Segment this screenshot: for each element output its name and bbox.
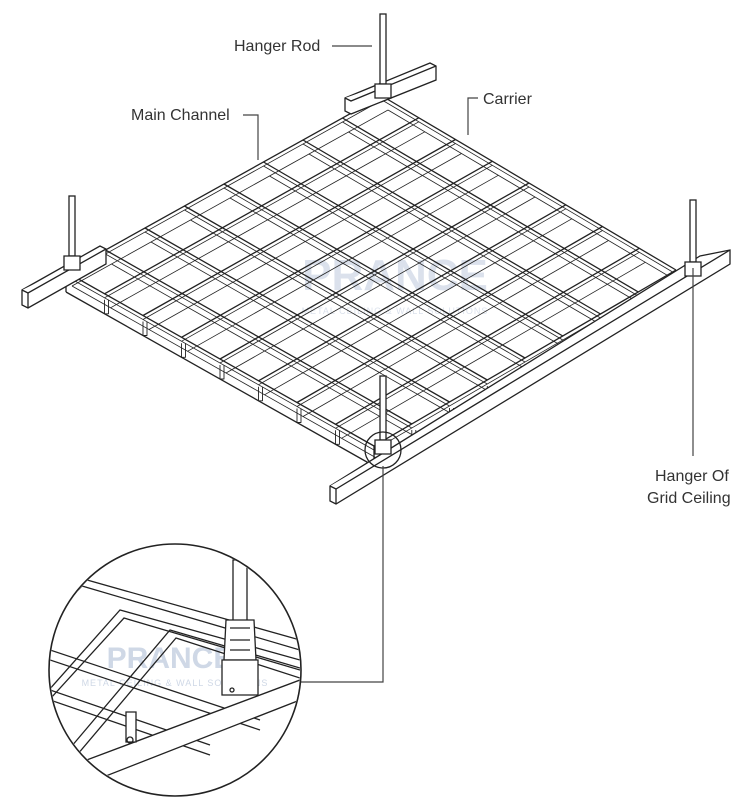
hanger-clip [63, 255, 81, 271]
label-hanger-rod: Hanger Rod [234, 38, 320, 55]
leader-main-channel [243, 114, 259, 160]
label-main-channel: Main Channel [131, 107, 230, 124]
edge-clip [258, 386, 263, 402]
grid-cross-line-inner [105, 253, 412, 429]
label-hanger-of-grid-ceiling-line2: Grid Ceiling [647, 490, 731, 507]
hanger-rod [379, 13, 387, 85]
grid-cross-line-bottom [71, 285, 381, 461]
grid-carrier-line-bottom [302, 240, 609, 417]
grid-cross-line-bottom [111, 263, 418, 439]
detail-watermark-brand: PRANCE [107, 642, 234, 675]
hanger-clip [374, 83, 392, 99]
label-hanger-of-grid-ceiling-line1: Hanger Of [655, 468, 729, 485]
leader-lines [243, 45, 694, 683]
hanger-rod [379, 375, 387, 441]
watermark-brand: PRANCE [302, 251, 488, 300]
main-channel-left [21, 245, 107, 309]
leader-carrier [467, 97, 478, 135]
grid-cross-line [144, 227, 450, 403]
detail-view: PRANCE METAL CEILING & WALL SOLUTIONS [48, 543, 302, 797]
edge-clip [219, 365, 225, 380]
hanger-rod [68, 195, 76, 257]
grid-cross-line-inner [223, 187, 526, 363]
main-channel-front [329, 249, 731, 505]
detail-watermark-tagline: METAL CEILING & WALL SOLUTIONS [82, 678, 269, 688]
grid-carrier-line [373, 269, 677, 447]
grid-carrier-line-bottom [341, 261, 646, 439]
grid-carrier-line-bottom [264, 218, 572, 396]
watermark-tagline: METAL CEILING & WALL SOLUTIONS [302, 306, 489, 316]
grid-cross-line-inner [144, 231, 450, 407]
grid-cross-line-inner [65, 275, 375, 451]
leader-detail [296, 466, 384, 683]
grid-carrier-line-inner [258, 208, 566, 386]
grid-carrier-line [296, 225, 603, 404]
grid-cross-line-inner [184, 209, 488, 385]
hanger-rods [63, 13, 702, 455]
grid-cross-line-bottom [150, 241, 456, 417]
label-carrier: Carrier [483, 91, 533, 108]
grid-cross-line [105, 249, 413, 425]
grid-carrier-line [258, 204, 567, 382]
grid-cross-line-bottom [190, 219, 494, 395]
edge-clip [142, 321, 148, 336]
ceiling-grid [65, 95, 683, 467]
edge-clip [104, 299, 109, 315]
hanger-clip [374, 439, 392, 455]
edge-clip [335, 430, 340, 445]
edge-clip [296, 408, 302, 423]
edge-clip [181, 343, 186, 358]
grid-cross-line-bottom [229, 197, 532, 373]
grid-cross-line [184, 205, 488, 381]
grid-carrier-line-inner [296, 230, 603, 407]
hanger-rod [689, 199, 697, 263]
grid-cross-line [65, 271, 375, 447]
grid-cross-line [223, 183, 526, 359]
